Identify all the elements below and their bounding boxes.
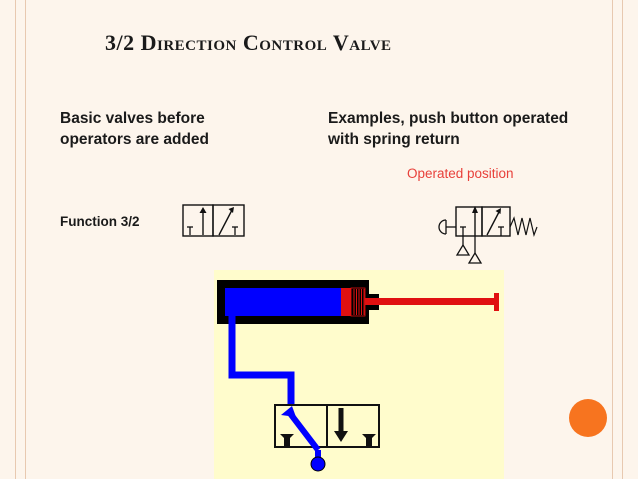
frame-line-left-outer [15, 0, 16, 479]
left-text-line-2: operators are added [60, 131, 210, 148]
left-text: Basic valves before operators are added [60, 108, 209, 150]
right-text-line-2: with spring return [328, 131, 460, 148]
valve-3-2-symbol-icon [182, 204, 245, 237]
operated-position-label: Operated position [407, 166, 514, 181]
slide-title: 3/2 Direction Control Valve [105, 30, 392, 55]
right-text-line-1: Examples, push button operated [328, 110, 569, 127]
function-label: Function 3/2 [60, 214, 140, 229]
frame-line-left-inner [25, 0, 26, 479]
single-acting-cylinder-icon [217, 280, 499, 472]
push-button-spring-return-valve-icon [438, 206, 538, 264]
valve-3-2-animation-icon [274, 404, 380, 472]
decorative-orange-circle [569, 399, 607, 437]
right-text: Examples, push button operated with spri… [328, 108, 568, 150]
frame-line-right-inner [612, 0, 613, 479]
frame-line-right-outer [622, 0, 623, 479]
left-text-line-1: Basic valves before [60, 110, 205, 127]
